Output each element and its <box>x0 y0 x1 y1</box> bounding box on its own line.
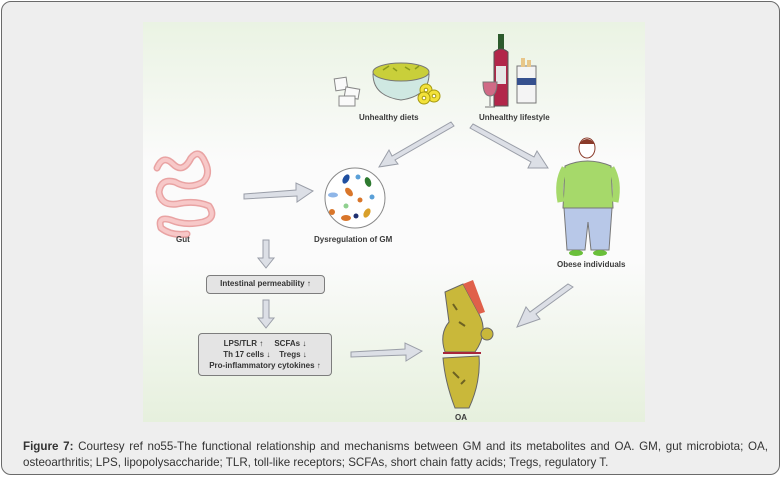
th17-text: Th 17 cells ↓ <box>223 350 271 359</box>
label-unhealthy-diets: Unhealthy diets <box>359 113 419 122</box>
diagram-graphics <box>153 34 620 409</box>
arrow-lifestyle-to-obese <box>469 123 549 169</box>
intestinal-permeability-box: Intestinal permeability ↑ <box>206 275 325 294</box>
scfas-text: SCFAs ↓ <box>274 339 307 348</box>
label-dysregulation-gm: Dysregulation of GM <box>314 235 393 244</box>
chips-bowl-icon <box>372 62 430 101</box>
label-unhealthy-lifestyle: Unhealthy lifestyle <box>479 113 550 122</box>
inflammatory-effects-box: LPS/TLR ↑ SCFAs ↓ Th 17 cells ↓ Tregs ↓ … <box>198 333 332 376</box>
label-oa: OA <box>455 413 467 422</box>
cytokines-text: Pro-inflammatory cytokines ↑ <box>209 361 321 370</box>
knee-joint-icon <box>442 280 494 409</box>
pineapple-rings-icon <box>417 83 441 105</box>
label-gut: Gut <box>176 235 190 244</box>
arrow-gut-to-gm <box>243 182 315 203</box>
obese-person-icon <box>556 137 620 256</box>
diagram: Unhealthy diets Unhealthy lifestyle Gut … <box>143 22 645 422</box>
arrow-gut-to-permeability <box>256 239 276 269</box>
caption-label: Figure 7: <box>23 440 74 453</box>
microbiota-circle-icon <box>324 167 386 229</box>
arrow-obese-to-oa <box>516 283 574 328</box>
figure-caption: Figure 7: Courtesy ref no55-The function… <box>23 439 768 471</box>
arrow-effects-to-oa <box>350 342 424 362</box>
cigarette-pack-icon <box>516 58 537 104</box>
label-obese-individuals: Obese individuals <box>557 260 626 269</box>
sugar-cubes-icon <box>333 76 361 107</box>
wine-bottle-icon <box>493 34 509 107</box>
arrow-permeability-to-effects <box>256 299 276 329</box>
caption-text: Courtesy ref no55-The functional relatio… <box>23 440 768 469</box>
tregs-text: Tregs ↓ <box>279 350 307 359</box>
intestinal-permeability-text: Intestinal permeability ↑ <box>220 279 311 288</box>
wine-glass-icon <box>482 81 498 108</box>
intestine-icon <box>153 150 216 238</box>
arrow-diets-to-gm <box>378 121 455 168</box>
lps-tlr-text: LPS/TLR ↑ <box>223 339 264 348</box>
